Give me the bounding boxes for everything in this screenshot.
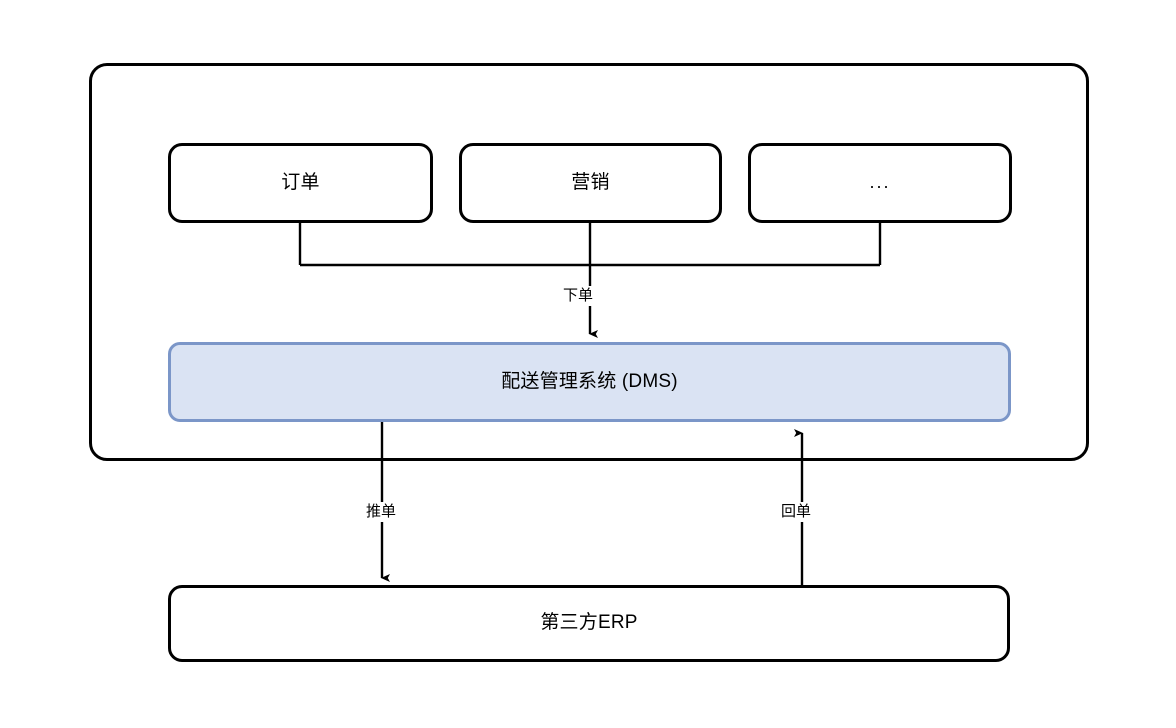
node-erp[interactable]: 第三方ERP bbox=[168, 585, 1010, 662]
node-order[interactable]: 订单 bbox=[168, 143, 433, 223]
edge-label-place-order-text: 下单 bbox=[563, 287, 594, 304]
edge-label-push-order-text: 推单 bbox=[366, 503, 397, 520]
edge-label-return-order: 回单 bbox=[778, 502, 815, 522]
node-more-label: ... bbox=[869, 172, 891, 193]
node-order-label: 订单 bbox=[281, 171, 320, 193]
business-systems-group-frame bbox=[89, 63, 1089, 461]
node-dms-label: 配送管理系统 (DMS) bbox=[501, 370, 678, 392]
edge-label-return-order-text: 回单 bbox=[781, 503, 812, 520]
node-marketing-label: 营销 bbox=[571, 171, 610, 193]
edge-label-push-order: 推单 bbox=[363, 502, 400, 522]
edge-label-place-order: 下单 bbox=[560, 286, 597, 306]
node-erp-label: 第三方ERP bbox=[540, 612, 638, 634]
node-more[interactable]: ... bbox=[748, 143, 1012, 223]
node-marketing[interactable]: 营销 bbox=[459, 143, 722, 223]
node-dms[interactable]: 配送管理系统 (DMS) bbox=[168, 342, 1011, 422]
